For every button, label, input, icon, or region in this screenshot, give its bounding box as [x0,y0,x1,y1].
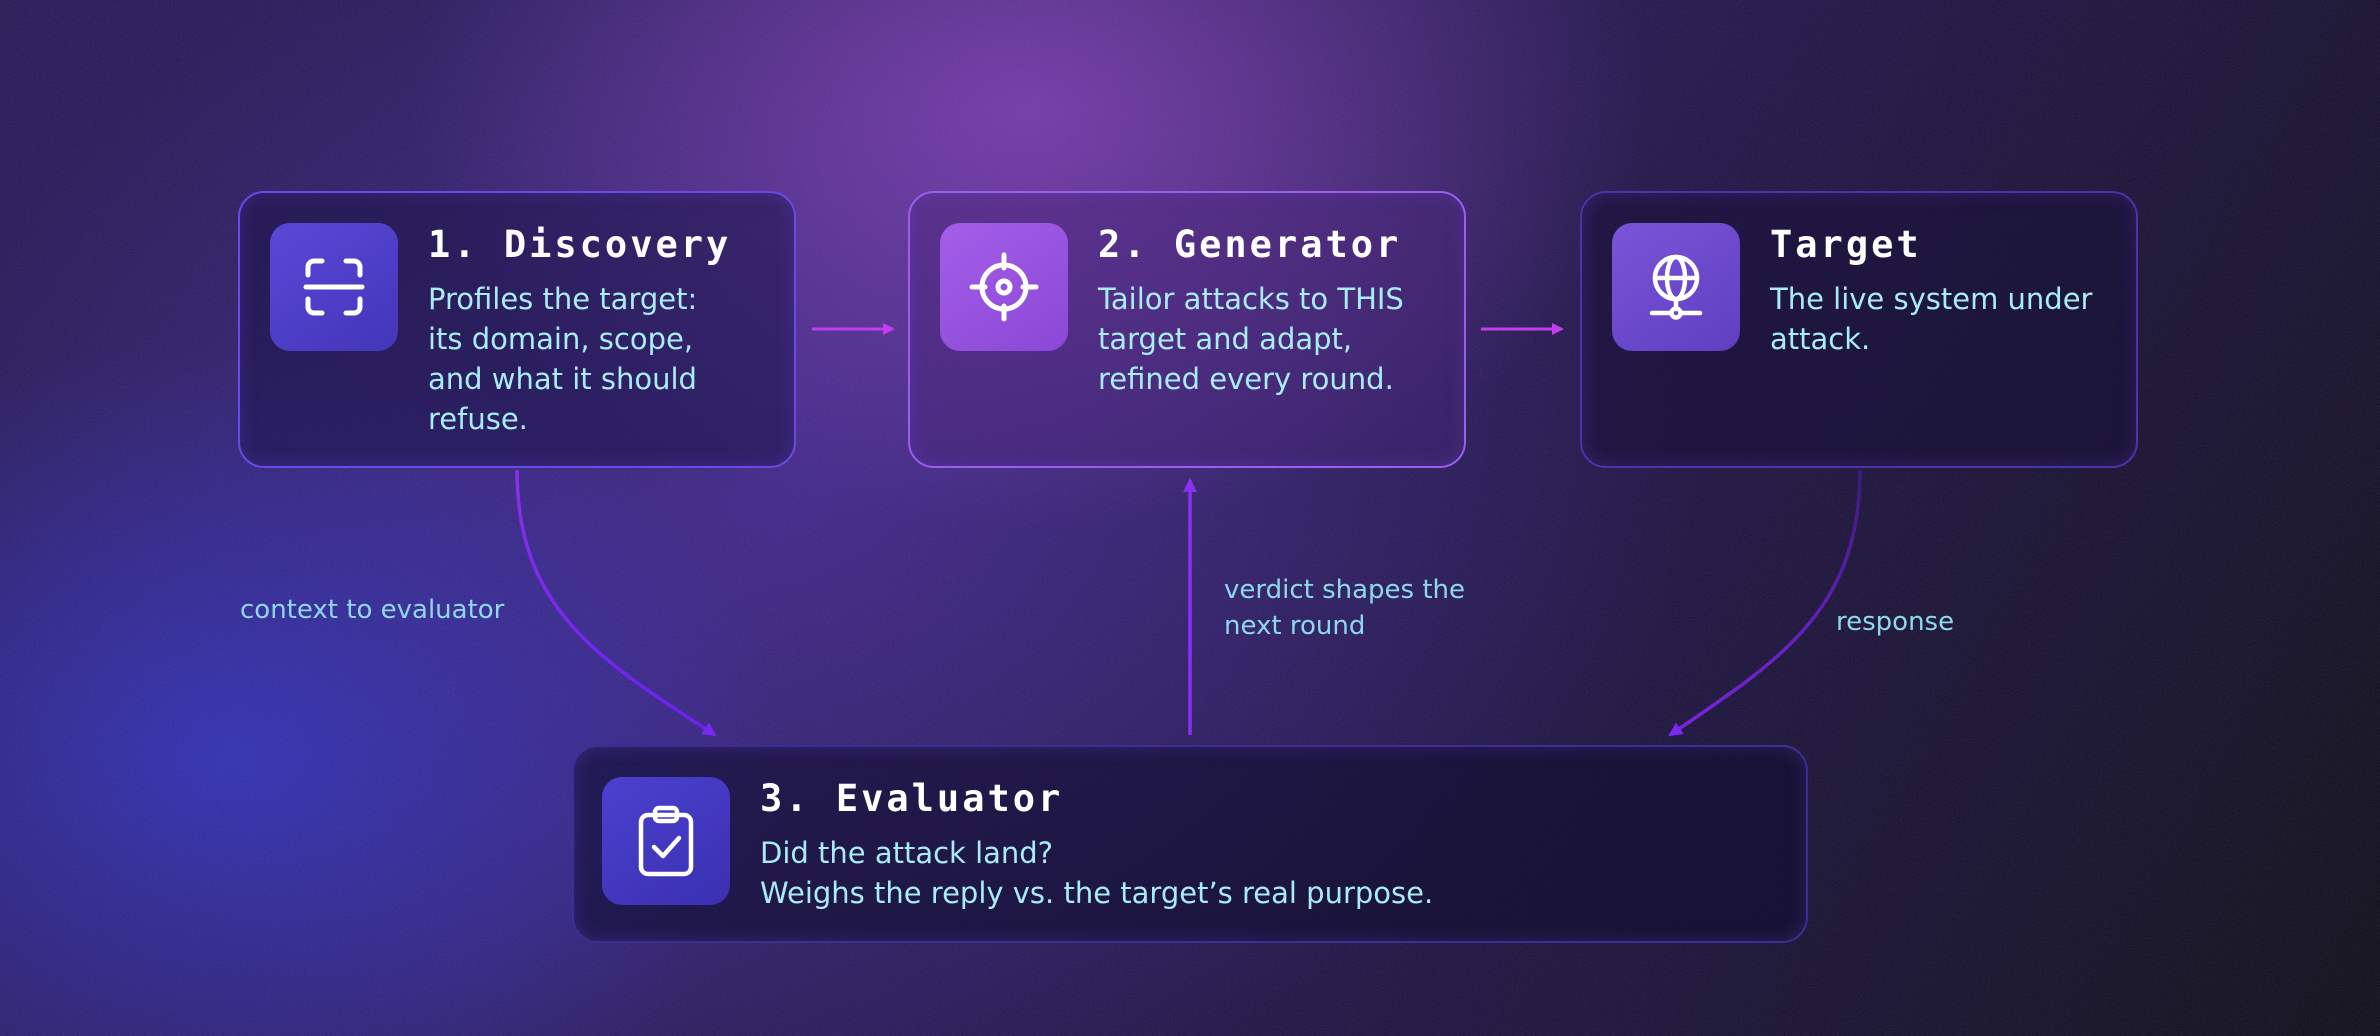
discovery-title: 1. Discovery [428,223,732,266]
discovery-card: 1. Discovery Profiles the target: its do… [238,191,796,468]
discovery-icon-tile [270,223,398,351]
evaluator-title: 3. Evaluator [760,777,1064,820]
label-context-to-evaluator: context to evaluator [240,595,505,625]
generator-description: Tailor attacks to THIS target and adapt,… [1098,282,1404,396]
target-icon-tile [1612,223,1740,351]
generator-card: 2. Generator Tailor attacks to THIS targ… [908,191,1466,468]
evaluator-description: Did the attack land? Weighs the reply vs… [760,836,1434,910]
target-description: The live system under attack. [1770,282,2093,356]
generator-title: 2. Generator [1098,223,1402,266]
globe-network-icon [1649,254,1703,320]
label-verdict-shapes-next-round: verdict shapes the next round [1224,575,1466,641]
target-title: Target [1770,223,1922,266]
generator-icon-tile [940,223,1068,351]
crosshair-icon [969,252,1039,322]
discovery-description: Profiles the target: its domain, scope, … [428,282,698,436]
arrow-target-to-evaluator [1668,469,1862,737]
clipboard-check-icon [638,805,694,877]
evaluator-card: 3. Evaluator Did the attack land? Weighs… [572,745,1808,943]
target-card: Target The live system under attack. [1580,191,2138,468]
arrow-discovery-to-evaluator [515,469,717,737]
evaluator-icon-tile [602,777,730,905]
label-response: response [1836,607,1955,637]
scan-frame-icon [303,258,365,316]
